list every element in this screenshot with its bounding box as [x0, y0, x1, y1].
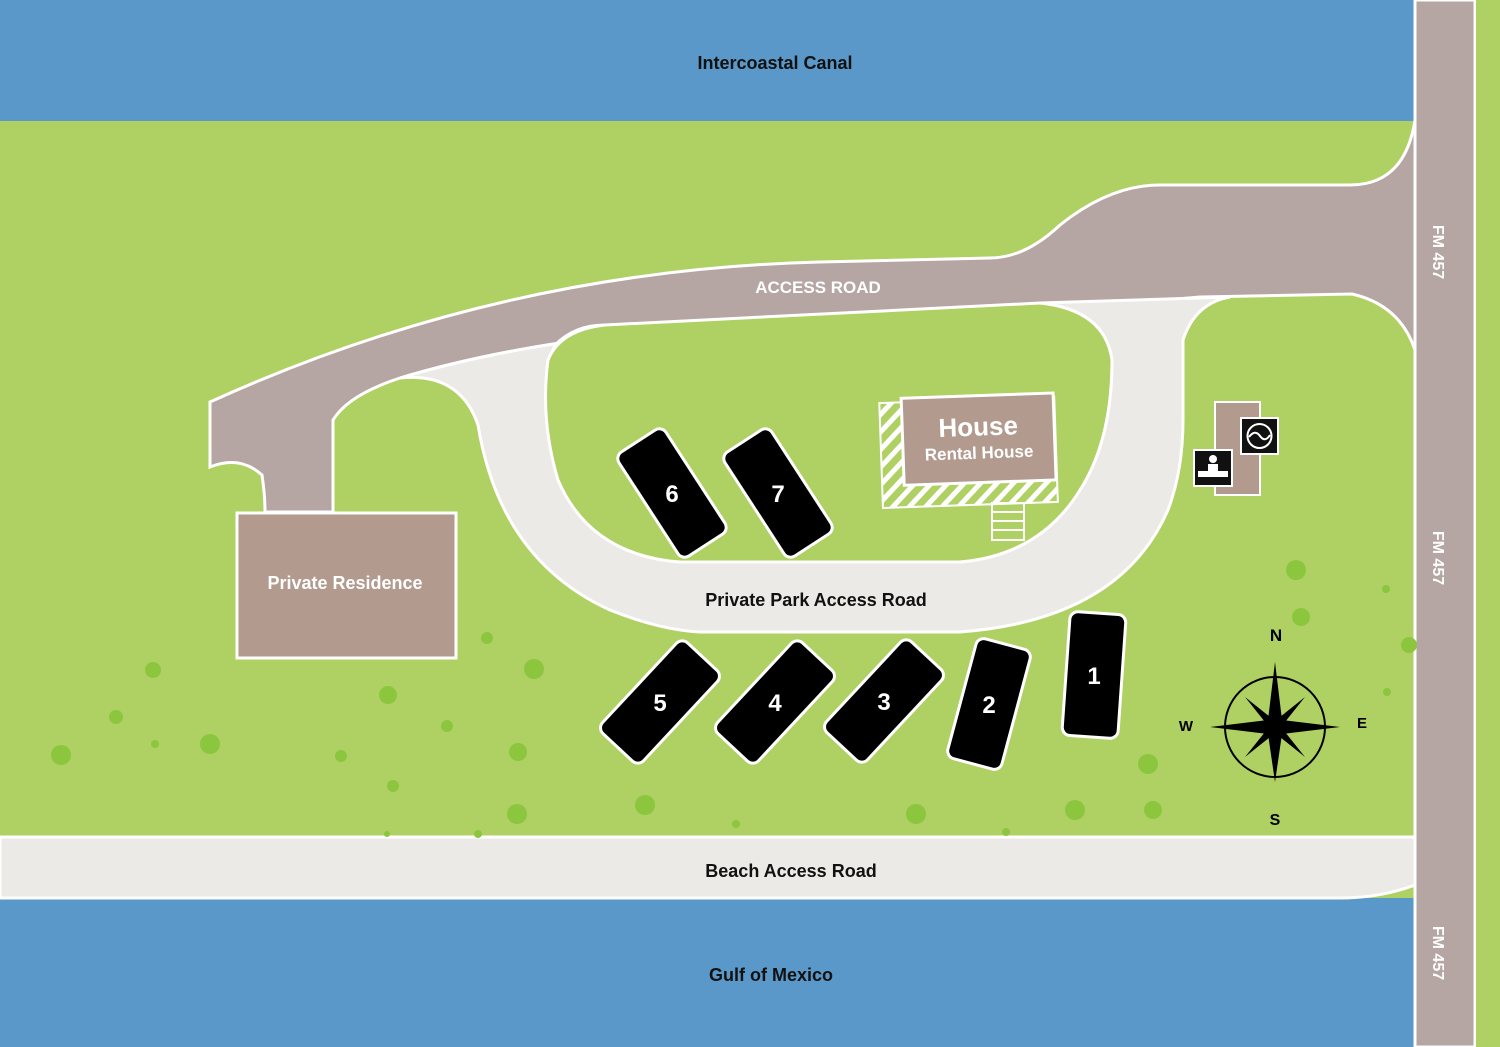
beach-access-road-label: Beach Access Road [705, 861, 876, 881]
tree-icon [481, 632, 493, 644]
tree-group [51, 560, 1417, 838]
fm-457-label-top: FM 457 [1429, 225, 1446, 279]
rv-site-pad [946, 637, 1032, 771]
private-residence-building [235, 511, 458, 660]
tree-icon [509, 743, 527, 761]
rv-site-number: 6 [665, 481, 678, 508]
tree-icon [1138, 754, 1158, 774]
tree-icon [1144, 801, 1162, 819]
tree-icon [474, 830, 482, 838]
tree-icon [1382, 585, 1390, 593]
rv-site-5[interactable] [597, 638, 723, 767]
tree-icon [379, 686, 397, 704]
compass-north-label: N [1270, 626, 1282, 645]
rv-sites: 1 2 3 4 5 6 7 [597, 426, 1128, 771]
compass-rose: N S E W [1179, 626, 1367, 829]
rv-site-pad [823, 638, 945, 764]
rv-site-number: 1 [1087, 663, 1100, 690]
rv-site-4[interactable] [712, 638, 838, 767]
private-park-access-road-label: Private Park Access Road [705, 590, 926, 610]
tree-icon [1065, 800, 1085, 820]
tree-icon [635, 795, 655, 815]
tree-icon [1383, 688, 1391, 696]
fm-457-label-bottom: FM 457 [1429, 926, 1446, 980]
tree-icon [524, 659, 544, 679]
compass-west-label: W [1179, 718, 1194, 735]
rv-site-number: 4 [768, 690, 782, 717]
rv-site-pad [714, 639, 836, 765]
tree-icon [1002, 828, 1010, 836]
intercoastal-canal-label: Intercoastal Canal [697, 53, 852, 73]
private-residence-label: Private Residence [267, 573, 422, 593]
rv-site-number: 2 [982, 692, 995, 719]
gulf-of-mexico-label: Gulf of Mexico [709, 965, 833, 985]
rv-site-pad [722, 427, 834, 559]
rv-site-3[interactable] [821, 637, 947, 766]
intercoastal-canal-water [0, 0, 1500, 121]
tree-icon [732, 820, 740, 828]
compass-east-label: E [1357, 715, 1367, 732]
rv-site-pad [599, 639, 721, 765]
tree-icon [1401, 637, 1417, 653]
person-restroom-icon[interactable] [1193, 449, 1233, 487]
house-stairs [991, 502, 1025, 541]
tree-icon [200, 734, 220, 754]
gulf-of-mexico-water [0, 898, 1500, 1047]
tree-icon [387, 780, 399, 792]
rv-site-6[interactable] [615, 426, 730, 560]
tree-icon [1286, 560, 1306, 580]
tree-icon [151, 740, 159, 748]
tree-icon [335, 750, 347, 762]
washer-icon[interactable] [1240, 417, 1279, 455]
tree-icon [384, 831, 390, 837]
rv-site-number: 5 [653, 690, 666, 717]
house-subtitle: Rental House [924, 442, 1033, 465]
tree-icon [906, 804, 926, 824]
tree-icon [145, 662, 161, 678]
tree-icon [51, 745, 71, 765]
house-title: House [938, 410, 1018, 443]
rv-site-number: 7 [771, 481, 784, 508]
house-building [899, 391, 1058, 487]
rv-site-2[interactable] [946, 637, 1032, 771]
tree-icon [507, 804, 527, 824]
rv-site-number: 3 [877, 689, 890, 716]
fm-457-highway [1413, 0, 1477, 1047]
tree-icon [109, 710, 123, 724]
rv-site-7[interactable] [721, 426, 836, 560]
fm-457-label-middle: FM 457 [1429, 531, 1446, 585]
rv-site-1[interactable] [1060, 610, 1128, 740]
rv-site-pad [616, 427, 728, 559]
rv-site-pad [1060, 610, 1128, 740]
rental-house[interactable]: House Rental House [878, 391, 1059, 510]
tree-icon [441, 720, 453, 732]
compass-south-label: S [1270, 812, 1281, 829]
tree-icon [1292, 608, 1310, 626]
access-road-label: ACCESS ROAD [755, 278, 881, 297]
